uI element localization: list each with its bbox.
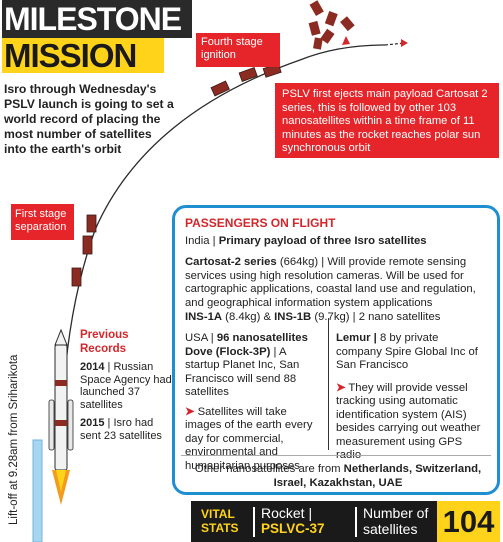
satellite-cluster [308, 0, 355, 50]
launch-tower [32, 439, 43, 542]
stage-segment [86, 214, 97, 233]
passengers-box: PASSENGERS ON FLIGHT India | Primary pay… [172, 205, 500, 495]
headline-line2-band: MISSION [2, 38, 164, 73]
bottom-rule [181, 455, 491, 456]
record-item: 2015 | Isro had sent 23 satellites [80, 417, 162, 442]
record-year: 2014 [80, 361, 105, 373]
arrow-icon: ➤ [336, 381, 346, 394]
headline-line1: MILESTONE [4, 1, 182, 37]
stage-segment [82, 235, 93, 255]
rocket-stat: Rocket | PSLVC-37 [261, 505, 325, 536]
dove-description: Dove (Flock-3P) | A startup Planet Inc, … [185, 345, 300, 399]
trajectory-arrowhead [401, 39, 408, 47]
stage-segment [210, 80, 230, 97]
callout-fourth-stage: Fourth stage ignition [196, 33, 280, 67]
india-line: India | Primary payload of three Isro sa… [185, 235, 427, 247]
cartosat-description: Cartosat-2 series (664kg) | Will provide… [185, 256, 476, 309]
vital-stats-bar: VITAL STATS Rocket | PSLVC-37 Number of … [191, 501, 500, 542]
record-text: Isro had sent 23 satellites [80, 417, 162, 442]
arrow-icon: ➤ [185, 405, 195, 418]
other-nanosatellites: Other nanosatellites are from Netherland… [194, 463, 482, 489]
headline: MILESTONE MISSION [0, 0, 195, 73]
satellite-count-label: Number of satellites [363, 505, 429, 537]
lemur-note: ➤ They will provide vessel tracking usin… [336, 381, 481, 462]
separator [253, 507, 255, 537]
stage-segment [71, 267, 82, 287]
satellite-count: 104 [437, 501, 500, 542]
record-text: Russian Space Agency had launched 37 sat… [80, 361, 172, 411]
vital-stats-label: VITAL STATS [201, 507, 239, 535]
previous-records-title: Previous Records [80, 329, 129, 355]
dove-note: ➤ Satellites will take images of the ear… [185, 405, 313, 472]
rocket-icon [48, 328, 74, 505]
record-item: 2014 | Russian Space Agency had launched… [80, 361, 172, 411]
intro-text: Isro through Wednesday's PSLV launch is … [4, 82, 174, 156]
ins-line: INS-1A (8.4kg) & INS-1B (9.7kg) | 2 nano… [185, 311, 441, 323]
stage-segments [71, 63, 282, 287]
previous-records: Previous Records 2014 | Russian Space Ag… [80, 328, 175, 448]
usa-line: USA | 96 nanosatellites [185, 332, 308, 344]
lemur-column: Lemur | 8 by private company Spire Globa… [336, 332, 486, 463]
callout-pslv-ejection: PSLV first ejects main payload Cartosat … [275, 83, 499, 158]
separator [355, 507, 357, 537]
stage-segment [238, 66, 258, 82]
column-divider [328, 318, 329, 450]
headline-line2: MISSION [4, 37, 137, 74]
passengers-title: PASSENGERS ON FLIGHT [185, 216, 336, 230]
callout-first-stage: First stage separation [11, 204, 74, 240]
headline-line1-band: MILESTONE [2, 0, 192, 38]
lemur-description: Lemur | 8 by private company Spire Globa… [336, 332, 478, 371]
record-year: 2015 [80, 417, 105, 429]
usa-column: USA | 96 nanosatellites Dove (Flock-3P) … [185, 332, 323, 473]
liftoff-caption: Lift-off at 9.28am from Sriharikota [8, 354, 20, 525]
trajectory-arrowhead-small [342, 36, 350, 45]
